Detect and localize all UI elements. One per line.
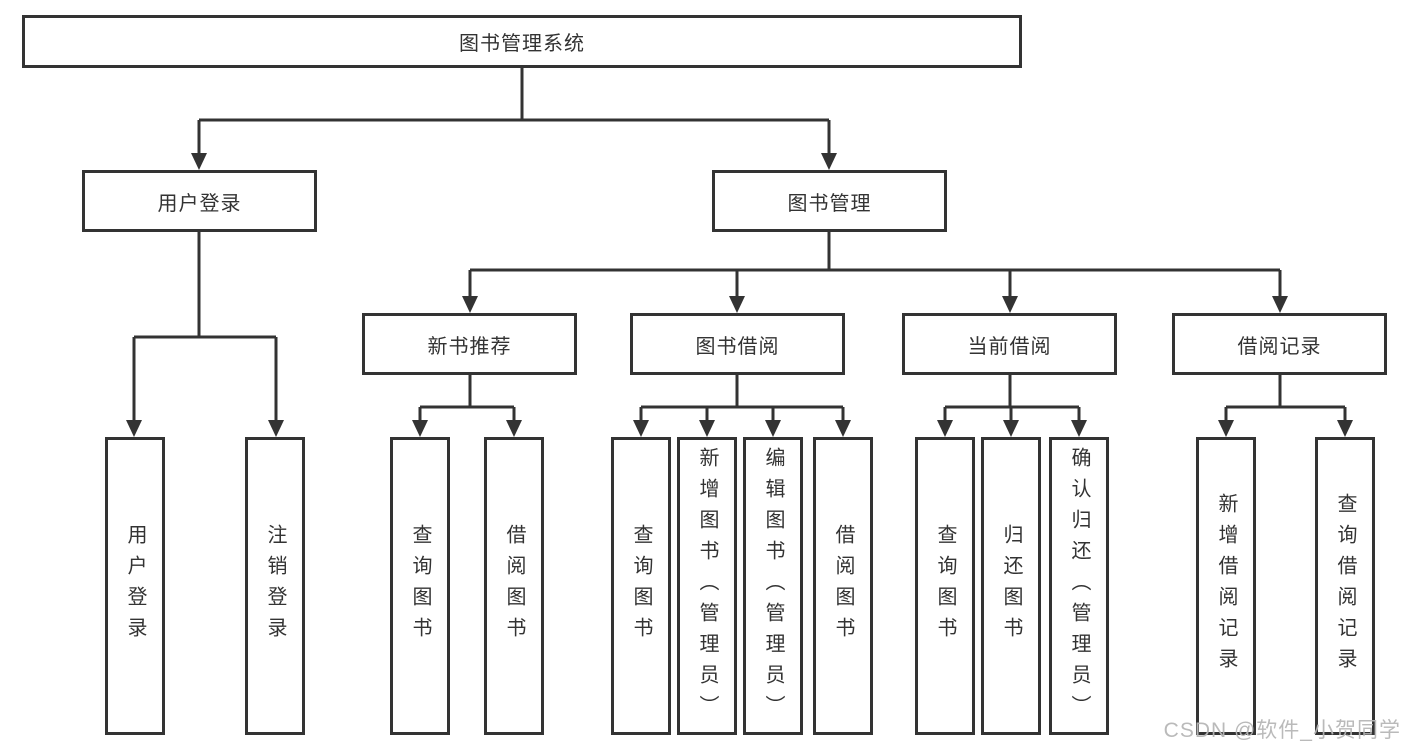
node-label: 新增图书（管理员） [696,446,718,726]
node-label: 借阅图书 [503,524,525,648]
node-label: 当前借阅 [967,335,1052,358]
node-label: 图书管理 [787,192,872,215]
node-borrowing-records: 借阅记录 [1172,313,1387,375]
node-label: 借阅图书 [832,524,854,648]
node-label: 图书管理系统 [459,33,585,55]
leaf-add-borrow-record: 新增借阅记录 [1196,437,1256,735]
node-label: 新增借阅记录 [1215,493,1237,679]
leaf-confirm-return-admin: 确认归还（管理员） [1049,437,1109,735]
node-label: 图书借阅 [695,335,780,358]
leaf-query-books-current: 查询图书 [915,437,975,735]
leaf-borrow-books-borrowing: 借阅图书 [813,437,873,735]
node-label: 确认归还（管理员） [1068,446,1090,726]
arrowheads [126,153,1353,437]
node-label: 归还图书 [1000,524,1022,648]
node-label: 用户登录 [124,524,146,648]
leaf-return-books: 归还图书 [981,437,1041,735]
node-library-management-system: 图书管理系统 [22,15,1022,68]
node-label: 编辑图书（管理员） [762,446,784,726]
leaf-logout-login: 注销登录 [245,437,305,735]
node-label: 新书推荐 [427,335,512,358]
node-label: 查询图书 [630,524,652,648]
node-new-book-recommend: 新书推荐 [362,313,577,375]
node-current-borrowing: 当前借阅 [902,313,1117,375]
leaf-borrow-books-recommend: 借阅图书 [484,437,544,735]
leaf-user-login: 用户登录 [105,437,165,735]
node-label: 查询借阅记录 [1334,493,1356,679]
node-label: 注销登录 [264,524,286,648]
leaf-query-books-recommend: 查询图书 [390,437,450,735]
leaf-edit-books-admin: 编辑图书（管理员） [743,437,803,735]
node-book-borrowing: 图书借阅 [630,313,845,375]
node-user-login: 用户登录 [82,170,317,232]
leaf-query-books-borrowing: 查询图书 [611,437,671,735]
node-label: 查询图书 [934,524,956,648]
node-label: 查询图书 [409,524,431,648]
leaf-add-books-admin: 新增图书（管理员） [677,437,737,735]
csdn-watermark: CSDN @软件_小贺同学 [1163,719,1401,742]
leaf-query-borrow-record: 查询借阅记录 [1315,437,1375,735]
node-book-management: 图书管理 [712,170,947,232]
node-label: 用户登录 [157,192,242,215]
node-label: 借阅记录 [1237,335,1322,358]
